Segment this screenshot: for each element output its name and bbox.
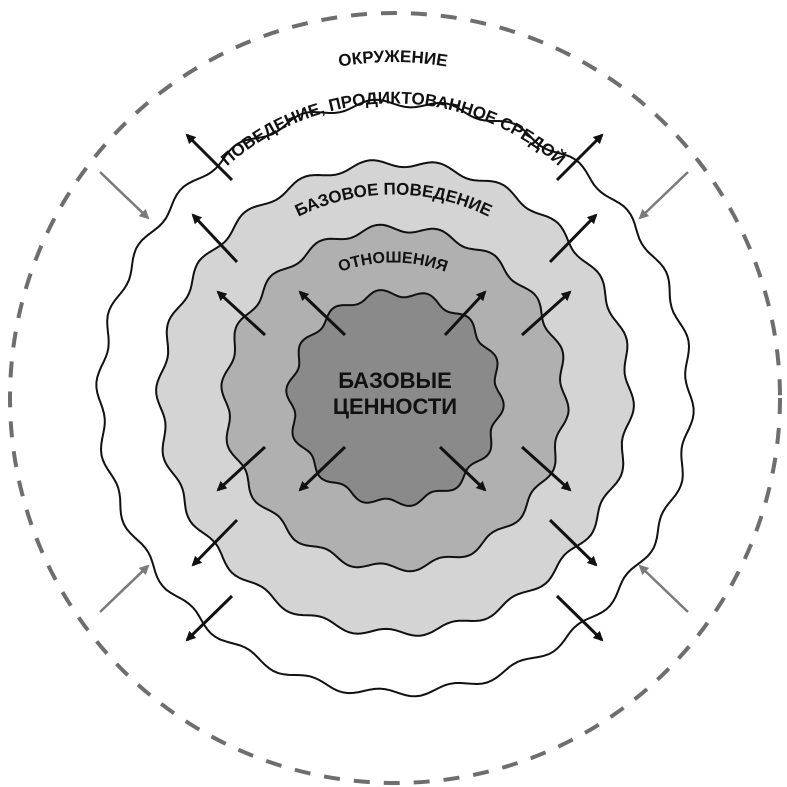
outward-arrow-12 bbox=[548, 518, 598, 567]
outward-arrow-10 bbox=[548, 213, 598, 264]
outward-arrow-2 bbox=[443, 290, 487, 337]
outward-arrow-4 bbox=[438, 445, 487, 492]
arrow-group bbox=[99, 133, 689, 642]
outward-arrow-14 bbox=[555, 133, 604, 182]
outward-arrow-13 bbox=[185, 133, 234, 182]
core-values-label-line1: БАЗОВЫЕ bbox=[338, 368, 452, 393]
environment-label: ОКРУЖЕНИЕ bbox=[337, 47, 449, 71]
inward-arrow-17 bbox=[99, 171, 150, 220]
environment-dashed-boundary bbox=[8, 11, 782, 785]
outward-arrow-7 bbox=[216, 445, 267, 492]
outward-arrow-3 bbox=[298, 445, 347, 492]
inward-arrow-18 bbox=[638, 171, 689, 220]
core-values-label-line2: ЦЕННОСТИ bbox=[333, 394, 457, 419]
outward-arrow-8 bbox=[520, 445, 572, 492]
outward-arrow-5 bbox=[216, 290, 267, 337]
inward-arrow-19 bbox=[99, 564, 150, 613]
outward-arrow-6 bbox=[520, 290, 572, 337]
outward-arrow-9 bbox=[191, 213, 239, 264]
outward-arrow-15 bbox=[185, 594, 234, 642]
inward-arrow-20 bbox=[638, 564, 689, 613]
outward-arrow-16 bbox=[555, 594, 604, 642]
outward-arrow-1 bbox=[298, 290, 347, 337]
outward-arrow-11 bbox=[191, 518, 239, 567]
